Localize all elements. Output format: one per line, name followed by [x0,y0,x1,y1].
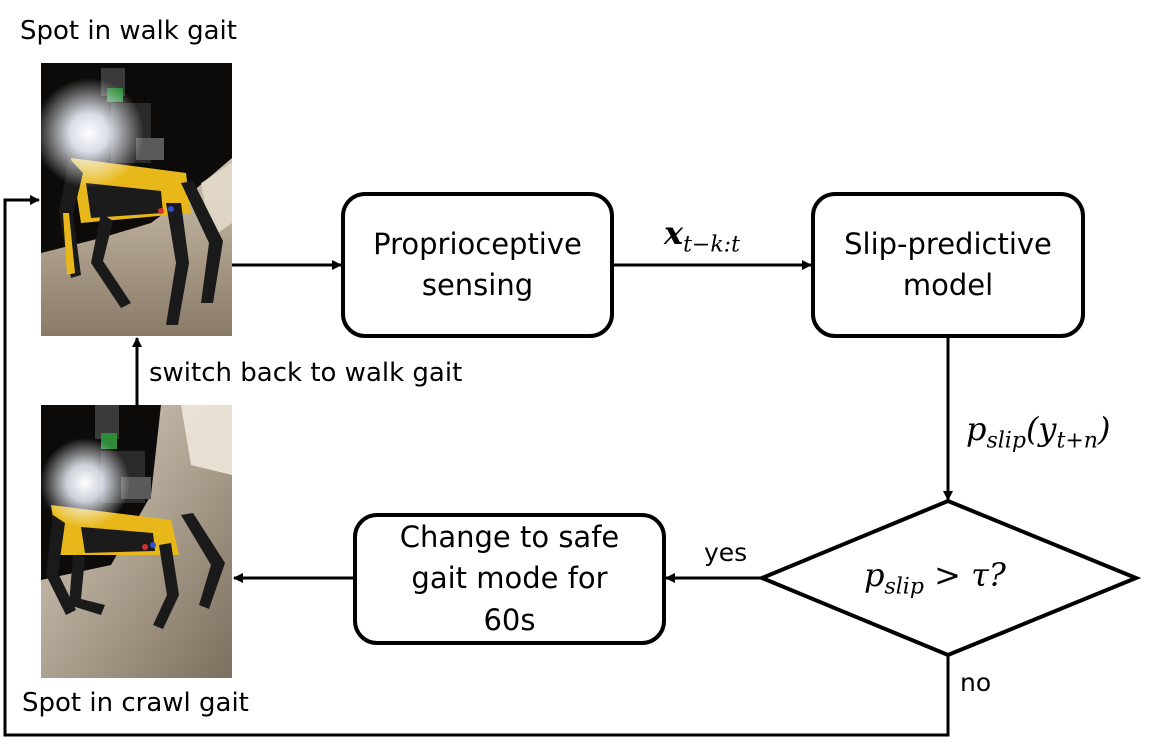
change-safe-gait-box: Change to safe gait mode for 60s [353,513,666,645]
decision-rest: > τ? [923,556,1006,594]
proprioceptive-sensing-box: Proprioceptive sensing [341,192,614,338]
slip-prob-arg-sub: t+n [1056,428,1098,454]
arrow-no-loop [3,195,950,737]
spot-crawl-gait-photo [41,405,232,678]
input-sub: t−k:t [683,232,740,258]
decision-sub: slip [884,574,924,600]
slip-probability-label: pslip(yt+n) [966,410,1111,454]
proprioceptive-sensing-label: Proprioceptive sensing [373,226,582,302]
slip-prob-var: p [966,410,987,448]
input-var: x [664,214,684,252]
slip-prob-arg-var: y [1038,410,1057,448]
top-photo-caption: Spot in walk gait [20,16,237,46]
spot-walk-gait-photo [41,63,232,336]
yes-label: yes [704,538,748,567]
switch-back-label: switch back to walk gait [149,358,463,388]
decision-var: p [864,556,885,594]
slip-predictive-model-label: Slip-predictive model [844,226,1052,302]
change-safe-gait-label: Change to safe gait mode for 60s [399,520,620,637]
input-window-label: xt−k:t [664,214,740,257]
slip-predictive-model-box: Slip-predictive model [811,192,1085,338]
decision-diamond [756,498,1142,658]
decision-condition: pslip > τ? [864,556,1006,599]
bottom-photo-caption: Spot in crawl gait [22,688,249,718]
slip-prob-sub: slip [986,428,1026,454]
no-label: no [960,668,992,697]
